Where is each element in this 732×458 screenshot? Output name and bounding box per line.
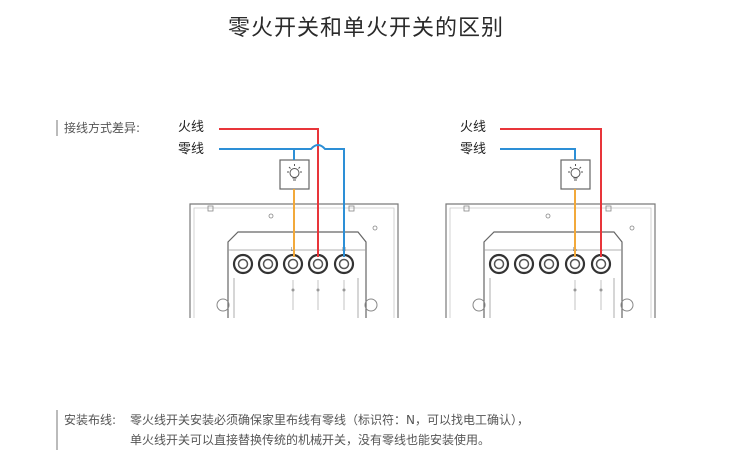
terminal-screw [307,253,329,275]
terminal-screw [564,253,586,275]
right-clip [605,205,612,212]
right-switch-diagram: L₁ L [445,128,656,318]
right-neutral-label: 零线 [460,142,487,157]
right-clip [463,205,470,212]
left-live-wire [219,128,319,257]
lightbulb-icon [287,164,302,181]
lightbulb-icon [568,164,583,181]
left-neutral-wire [219,148,295,160]
right-neutral-wire [500,148,576,160]
right-screw-hole [545,213,551,219]
left-terminals [232,253,355,275]
right-live-wire [500,128,602,257]
wiring-difference-label: 接线方式差异: [56,120,140,136]
left-neutral-label: 零线 [178,142,205,157]
right-switch-inner [449,207,652,318]
terminal-screw [513,253,535,275]
installation-note-label: 安装布线: [64,413,117,427]
left-neutral-wire-to-switch [294,144,345,257]
installation-note-line2: 单火线开关可以直接替换传统的机械开关，没有零线也能安装使用。 [130,433,491,447]
terminal-screw [590,253,612,275]
installation-note-line1: 零火线开关安装必须确保家里布线有零线（标识符：N，可以找电工确认）， [130,413,529,427]
left-clip [207,205,214,212]
terminal-screw [333,253,355,275]
right-terminal-block [483,231,623,318]
left-screw-hole [268,213,274,219]
left-clip [348,205,355,212]
terminal-screw [538,253,560,275]
terminal-screw [488,253,510,275]
right-screw-hole [629,225,635,231]
left-live-label: 火线 [178,120,205,135]
page-title: 零火开关和单火开关的区别 [227,16,504,41]
right-mount-hole [472,298,486,312]
left-mount-hole [364,298,378,312]
installation-note: 安装布线: 零火线开关安装必须确保家里布线有零线（标识符：N，可以找电工确认），… [56,410,529,450]
left-screw-hole [372,225,378,231]
left-mount-hole [216,298,230,312]
right-switch-body [445,203,656,318]
right-terminals [488,253,612,275]
right-live-label: 火线 [460,120,487,135]
left-terminal-block [227,231,367,318]
terminal-screw [282,253,304,275]
right-mount-hole [620,298,634,312]
left-switch-diagram: L₁ L N [189,128,399,318]
terminal-screw [257,253,279,275]
terminal-screw [232,253,254,275]
